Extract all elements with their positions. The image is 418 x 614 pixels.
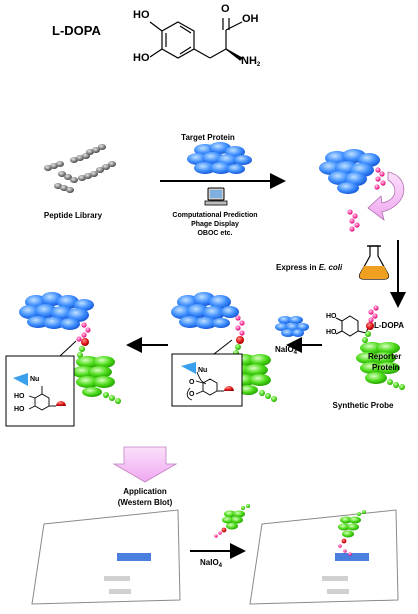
naio4-label: NaIO4 — [275, 345, 298, 357]
probe-ho-2: HO — [326, 329, 337, 336]
target-protein-center — [187, 142, 252, 174]
reporter-label-2: Protein — [372, 363, 400, 372]
computer-icon — [204, 187, 228, 206]
method-phage-display: Phage Display — [191, 221, 239, 228]
title-l-dopa: L-DOPA — [52, 23, 101, 38]
mol-nh2: NH2 — [241, 55, 261, 69]
l-dopa-structure — [149, 18, 243, 61]
inset-ho-2: HO — [14, 406, 25, 413]
reporter-label-1: Reporter — [368, 352, 402, 361]
application-block-arrow — [112, 446, 178, 483]
left-complex — [19, 292, 121, 404]
target-protein-label: Target Protein — [181, 133, 235, 142]
mol-ho-bottom: HO — [133, 52, 150, 64]
western-blot-left — [31, 509, 181, 605]
blot-naio4-label: NaIO4 — [200, 558, 223, 570]
inset-nu-middle: Nu — [198, 367, 208, 374]
synthetic-probe — [335, 305, 405, 390]
release-curved-arrow — [367, 171, 405, 221]
probe-ho-1: HO — [326, 313, 337, 320]
method-oboc: OBOC etc. — [197, 230, 233, 237]
target-protein-small — [275, 316, 309, 337]
application-label: Application — [123, 487, 167, 496]
free-probe-icon — [214, 504, 250, 538]
free-peptide — [347, 209, 360, 232]
middle-inset-box — [171, 353, 243, 407]
western-blot-label: (Western Blot) — [117, 498, 173, 507]
peptide-library-label: Peptide Library — [43, 211, 103, 220]
express-label: Express in E. coli — [276, 263, 343, 272]
method-computational: Computational Prediction — [172, 212, 258, 219]
inset-ho-1: HO — [14, 393, 25, 400]
synthetic-probe-label: Synthetic Probe — [332, 401, 394, 410]
inset-o-1: O — [189, 379, 195, 386]
mol-o: O — [221, 3, 230, 15]
left-inset-box — [5, 355, 75, 427]
mol-ho-top: HO — [133, 9, 150, 21]
target-protein-bound — [319, 149, 386, 194]
western-blot-right — [249, 509, 399, 605]
probe-ldopa-label: L-DOPA — [374, 321, 405, 330]
inset-o-2: O — [189, 391, 195, 398]
inset-nu-left: Nu — [30, 376, 40, 383]
mol-oh: OH — [242, 13, 259, 25]
flask-icon — [358, 245, 390, 280]
peptide-library-graphic — [44, 144, 116, 193]
